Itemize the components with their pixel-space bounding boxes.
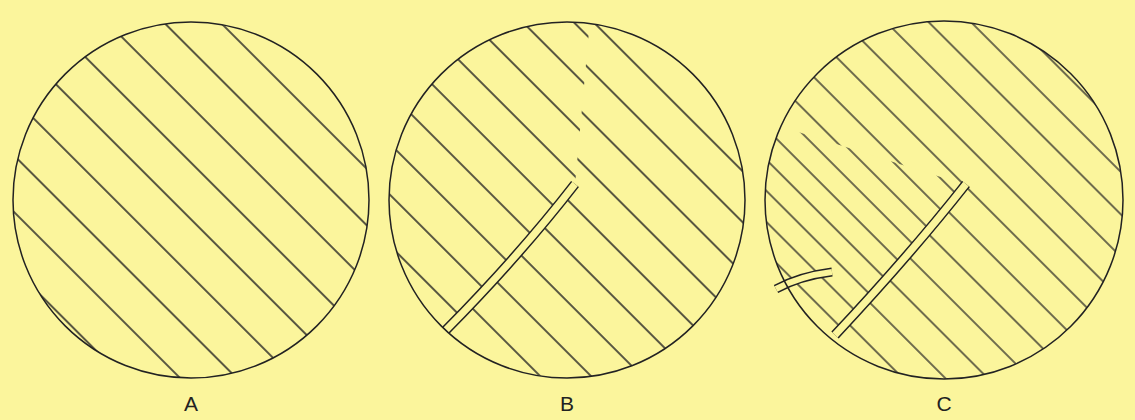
figure-label: B (560, 392, 574, 416)
figure-label: A (184, 392, 198, 416)
circle-c (760, 0, 1135, 400)
circle-b (380, 0, 760, 400)
circle-a (0, 0, 400, 400)
figure-label: C (936, 392, 951, 416)
